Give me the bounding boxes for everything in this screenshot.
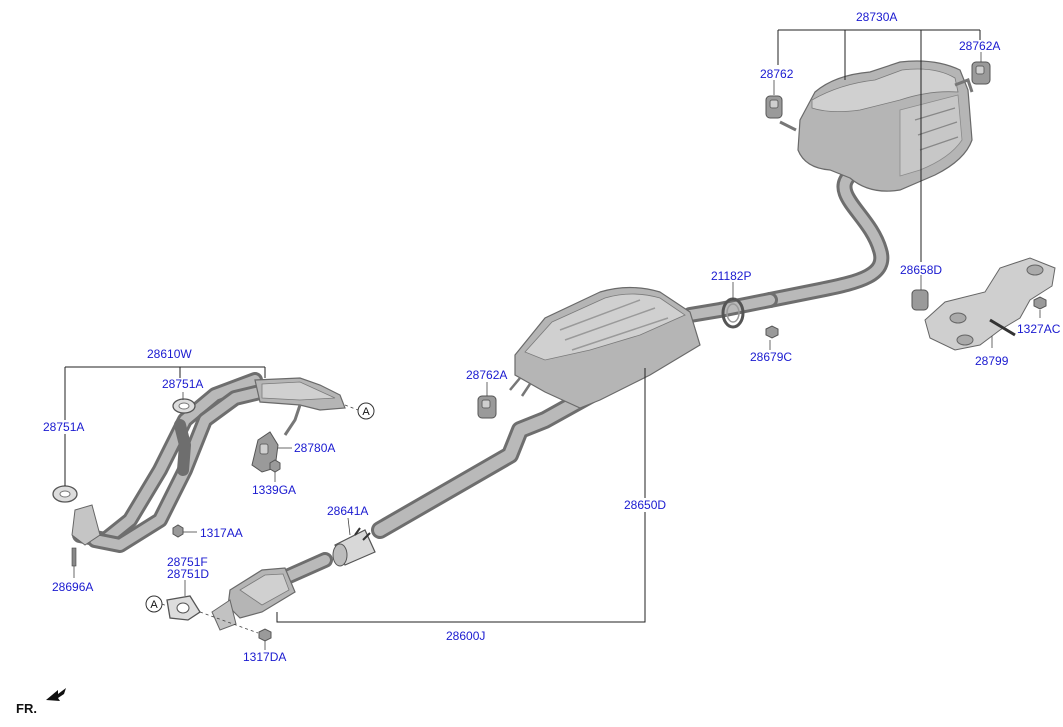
label-28696A: 28696A bbox=[52, 580, 93, 594]
catalytic-converter-front bbox=[211, 552, 333, 631]
label-28650D: 28650D bbox=[624, 498, 666, 512]
label-1339GA: 1339GA bbox=[252, 483, 296, 497]
nut-1327AC bbox=[1033, 296, 1047, 310]
reference-a-lower-text: A bbox=[150, 599, 158, 611]
label-28799: 28799 bbox=[975, 354, 1009, 368]
front-label: FR. bbox=[16, 701, 37, 716]
nut-1317AA bbox=[172, 524, 184, 538]
label-28641A: 28641A bbox=[327, 504, 368, 518]
front-direction-indicator: FR. bbox=[16, 688, 66, 716]
reference-a-lower: A bbox=[145, 595, 163, 613]
label-28600J: 28600J bbox=[446, 629, 485, 643]
center-muffler bbox=[371, 286, 778, 539]
label-28658D: 28658D bbox=[900, 263, 942, 277]
label-28751F: 28751F bbox=[167, 555, 208, 569]
manifold-y-pipe bbox=[71, 372, 346, 553]
reference-a-upper-text: A bbox=[362, 406, 370, 418]
stud-28696A bbox=[71, 547, 77, 567]
label-1317DA: 1317DA bbox=[243, 650, 286, 664]
label-28762A-mid: 28762A bbox=[466, 368, 507, 382]
label-28762A-top: 28762A bbox=[959, 39, 1000, 53]
leader-lines bbox=[64, 29, 1041, 650]
hanger-28762A-mid bbox=[477, 395, 497, 419]
label-28679C: 28679C bbox=[750, 350, 792, 364]
label-28751A-upper: 28751A bbox=[162, 377, 203, 391]
nut-1317DA bbox=[258, 628, 272, 642]
label-28610W: 28610W bbox=[147, 347, 192, 361]
label-28762: 28762 bbox=[760, 67, 794, 81]
hanger-28658D bbox=[911, 289, 929, 311]
reference-a-upper: A bbox=[357, 402, 375, 420]
label-1317AA: 1317AA bbox=[200, 526, 243, 540]
label-21182P: 21182P bbox=[711, 269, 751, 283]
clamp-28641A bbox=[332, 527, 376, 567]
bolt-1339GA bbox=[269, 459, 281, 473]
hanger-28762A-top bbox=[971, 61, 991, 85]
label-28751A-left: 28751A bbox=[43, 420, 84, 434]
label-28780A: 28780A bbox=[294, 441, 335, 455]
heat-shield-28799 bbox=[924, 257, 1056, 351]
flange-nut-28679C bbox=[765, 325, 779, 339]
label-28751D: 28751D bbox=[167, 567, 209, 581]
label-28730A: 28730A bbox=[856, 10, 897, 24]
gasket-28751A-left bbox=[52, 485, 78, 503]
gasket-28751A-upper bbox=[172, 398, 196, 414]
front-arrow-icon bbox=[46, 688, 66, 701]
label-1327AC: 1327AC bbox=[1017, 322, 1061, 336]
hanger-28762 bbox=[765, 95, 783, 119]
gasket-28751D bbox=[166, 595, 201, 621]
